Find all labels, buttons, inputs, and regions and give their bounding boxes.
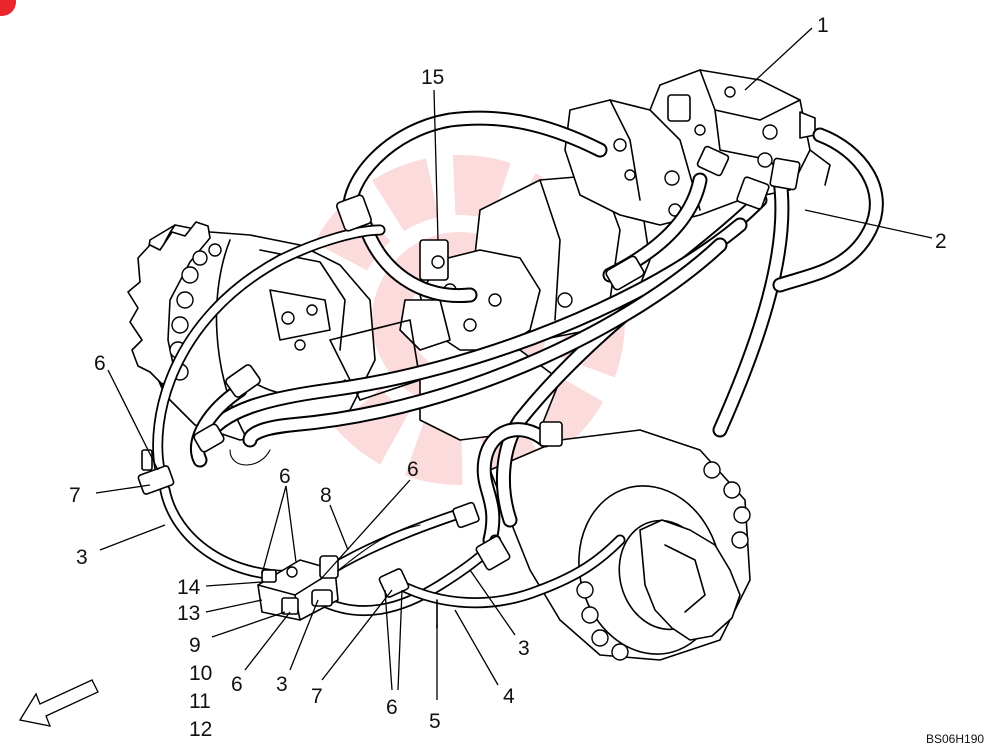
fittings	[137, 145, 801, 571]
callout-3c: 3	[518, 637, 530, 660]
manifold-block	[257, 555, 339, 621]
callout-8: 8	[320, 484, 332, 507]
figure-reference-code: BS06H190	[926, 732, 984, 746]
corner-marker-icon	[0, 0, 16, 16]
callout-1: 1	[817, 14, 829, 37]
callout-6a: 6	[94, 352, 106, 375]
callout-10: 10	[189, 662, 212, 685]
callout-7a: 7	[69, 484, 81, 507]
callout-7b: 7	[311, 685, 323, 708]
callout-3a: 3	[76, 546, 88, 569]
callout-13: 13	[177, 602, 200, 625]
callout-5: 5	[429, 710, 441, 733]
callout-12: 12	[189, 718, 212, 741]
callout-6e: 6	[386, 696, 398, 719]
hose-bundle	[189, 110, 884, 548]
callout-6b: 6	[279, 465, 291, 488]
leader-lines	[95, 27, 933, 700]
callout-3b: 3	[276, 673, 288, 696]
callout-4: 4	[503, 685, 515, 708]
callout-11: 11	[189, 690, 211, 713]
left-motor-bolts	[169, 243, 222, 381]
callout-15: 15	[421, 66, 444, 89]
hose-clamps	[378, 501, 480, 629]
callout-14: 14	[177, 576, 201, 599]
callout-9: 9	[189, 634, 201, 657]
callout-2: 2	[935, 230, 947, 253]
callout-labels: 1 2 15 6 7 3 6 8 6 14 13 9 10 11 12 6 3 …	[69, 14, 947, 741]
right-motor-bolts	[576, 461, 751, 661]
front-direction-arrow-icon	[18, 679, 99, 727]
callout-6c: 6	[407, 458, 419, 481]
callout-6d: 6	[231, 673, 243, 696]
